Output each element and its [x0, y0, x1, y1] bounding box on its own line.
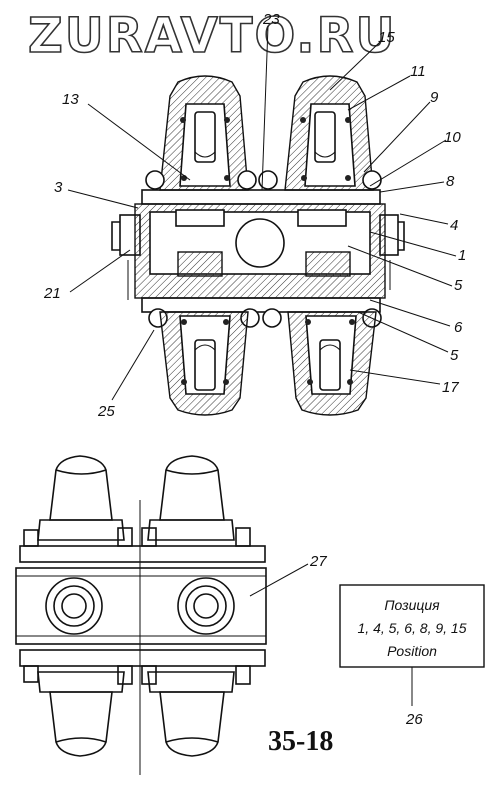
callout-5a: 5: [454, 277, 463, 294]
position-box: Позиция 1, 4, 5, 6, 8, 9, 15 Position: [339, 584, 485, 668]
port-left: [45, 577, 103, 635]
callout-8: 8: [446, 173, 455, 190]
callout-6: 6: [454, 319, 463, 336]
callout-27: 27: [309, 553, 327, 570]
section-view: [111, 75, 405, 416]
callout-25: 25: [97, 403, 115, 420]
callout-11: 11: [410, 63, 426, 80]
body-external: [15, 567, 267, 645]
figure-number: 35-18: [268, 726, 333, 757]
callout-13: 13: [62, 91, 79, 108]
position-label: Position: [387, 643, 437, 659]
callout-21: 21: [43, 285, 61, 302]
external-view: [15, 455, 267, 775]
port-right: [177, 577, 235, 635]
leader-lines-top: [67, 25, 457, 401]
leader-27: [249, 563, 309, 597]
callout-5b: 5: [450, 347, 459, 364]
watermark: ZURAVTO.RU: [28, 8, 396, 64]
callout-26: 26: [405, 711, 423, 728]
callout-9: 9: [430, 89, 439, 106]
callout-4: 4: [450, 217, 458, 234]
position-title: Позиция: [384, 597, 440, 613]
callout-23: 23: [262, 11, 280, 28]
callout-17: 17: [442, 379, 459, 396]
callout-3: 3: [54, 179, 63, 196]
callout-1: 1: [458, 247, 466, 264]
callout-10: 10: [444, 129, 461, 146]
ball-valve: [235, 218, 285, 268]
position-numbers: 1, 4, 5, 6, 8, 9, 15: [358, 620, 467, 636]
callout-15: 15: [378, 29, 395, 46]
callouts-top: 23 15 13 11 9 10 3 8 4 1 21 5 6 5 25 17: [43, 11, 466, 420]
